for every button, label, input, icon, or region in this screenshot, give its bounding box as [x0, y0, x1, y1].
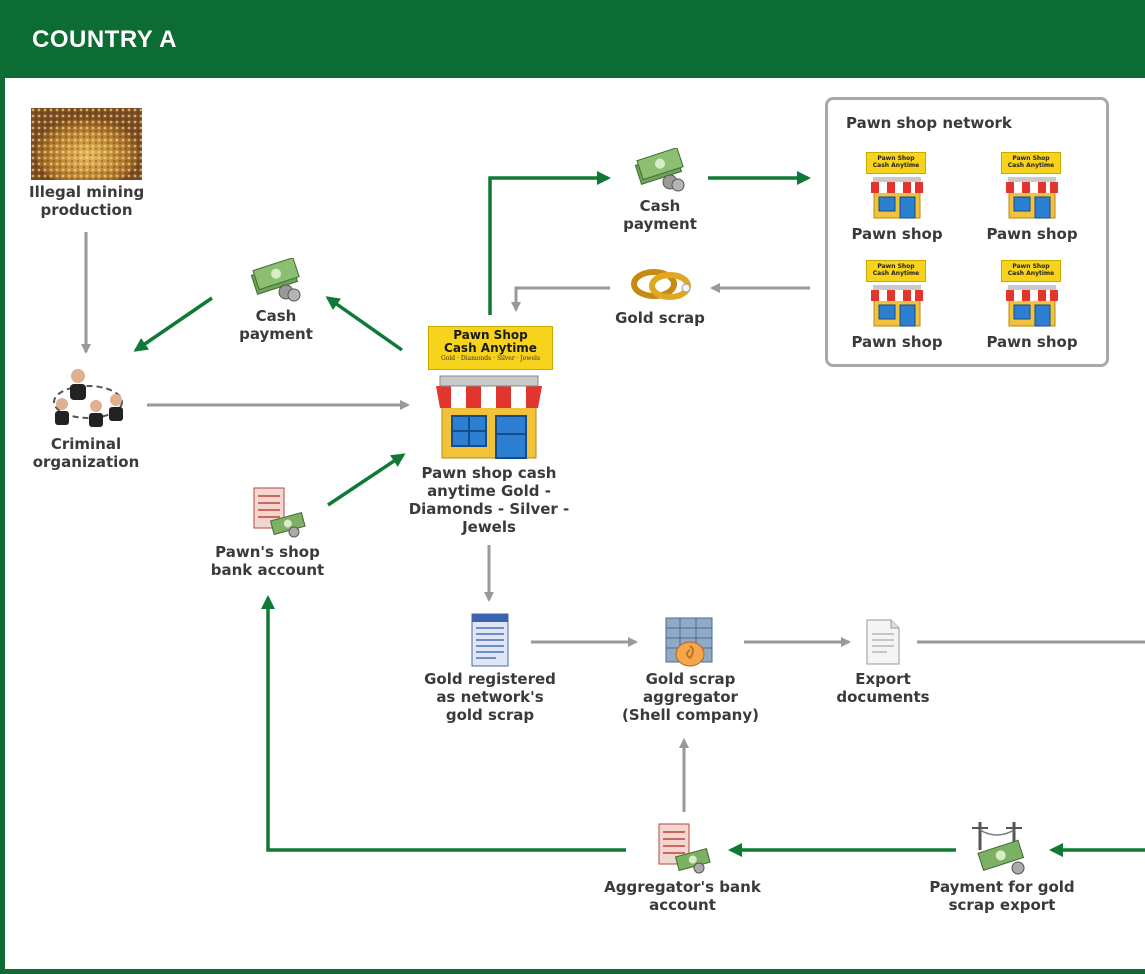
network-shop-label: Pawn shop [986, 225, 1078, 243]
mini-sign-line2: Cash Anytime [872, 270, 920, 277]
cash-icon [250, 258, 301, 302]
export-document-icon [866, 619, 900, 665]
header-bar: COUNTRY A [0, 0, 1145, 78]
sign-line3: Gold · Diamonds · Silver · Jewels [440, 355, 541, 362]
arrow-scrap-to-pawn [511, 286, 610, 312]
bank-account-icon [658, 823, 711, 874]
mini-sign-line2: Cash Anytime [1007, 162, 1055, 169]
mini-store-icon [871, 177, 923, 219]
network-shop-label: Pawn shop [851, 333, 943, 351]
pawn-shop-sign: Pawn Shop Cash Anytime Gold · Diamonds ·… [428, 326, 553, 370]
mini-store-icon [1006, 177, 1058, 219]
mini-sign-line2: Cash Anytime [872, 162, 920, 169]
mini-sign-line1: Pawn Shop [877, 155, 915, 162]
network-shop-label: Pawn shop [986, 333, 1078, 351]
mini-sign-line1: Pawn Shop [1012, 155, 1050, 162]
header-title: COUNTRY A [32, 26, 177, 53]
criminal-organization-icon [53, 369, 123, 427]
arrow-aggbank-to-pawnbank [261, 595, 626, 852]
arrow-pawn-to-topcash [488, 171, 611, 315]
registry-document-icon [471, 613, 509, 667]
shell-company-icon [665, 617, 713, 667]
mini-sign-line2: Cash Anytime [1007, 270, 1055, 277]
pawn-shop-store-icon [436, 375, 542, 459]
mini-sign-line1: Pawn Shop [1012, 263, 1050, 270]
arrow-pawn-to-cash [325, 296, 404, 352]
bank-account-icon [253, 487, 306, 538]
arrow-cash-to-org [133, 296, 213, 352]
mini-store-icon [1006, 285, 1058, 327]
wire-payment-icon [972, 822, 1025, 875]
cash-icon [634, 148, 685, 192]
gold-ore-image [31, 108, 142, 180]
network-title: Pawn shop network [846, 114, 1012, 132]
gold-rings-icon [631, 269, 691, 300]
arrow-bankacct-to-pawn [327, 453, 406, 507]
network-shop-label: Pawn shop [851, 225, 943, 243]
sign-line1: Pawn Shop [453, 328, 528, 342]
mini-sign-line1: Pawn Shop [877, 263, 915, 270]
sign-line2: Cash Anytime [444, 341, 537, 355]
mini-store-icon [871, 285, 923, 327]
pawn-shop-network-box: Pawn shop network [825, 97, 1109, 367]
gold-scrap-label: Gold scrap [615, 309, 705, 327]
